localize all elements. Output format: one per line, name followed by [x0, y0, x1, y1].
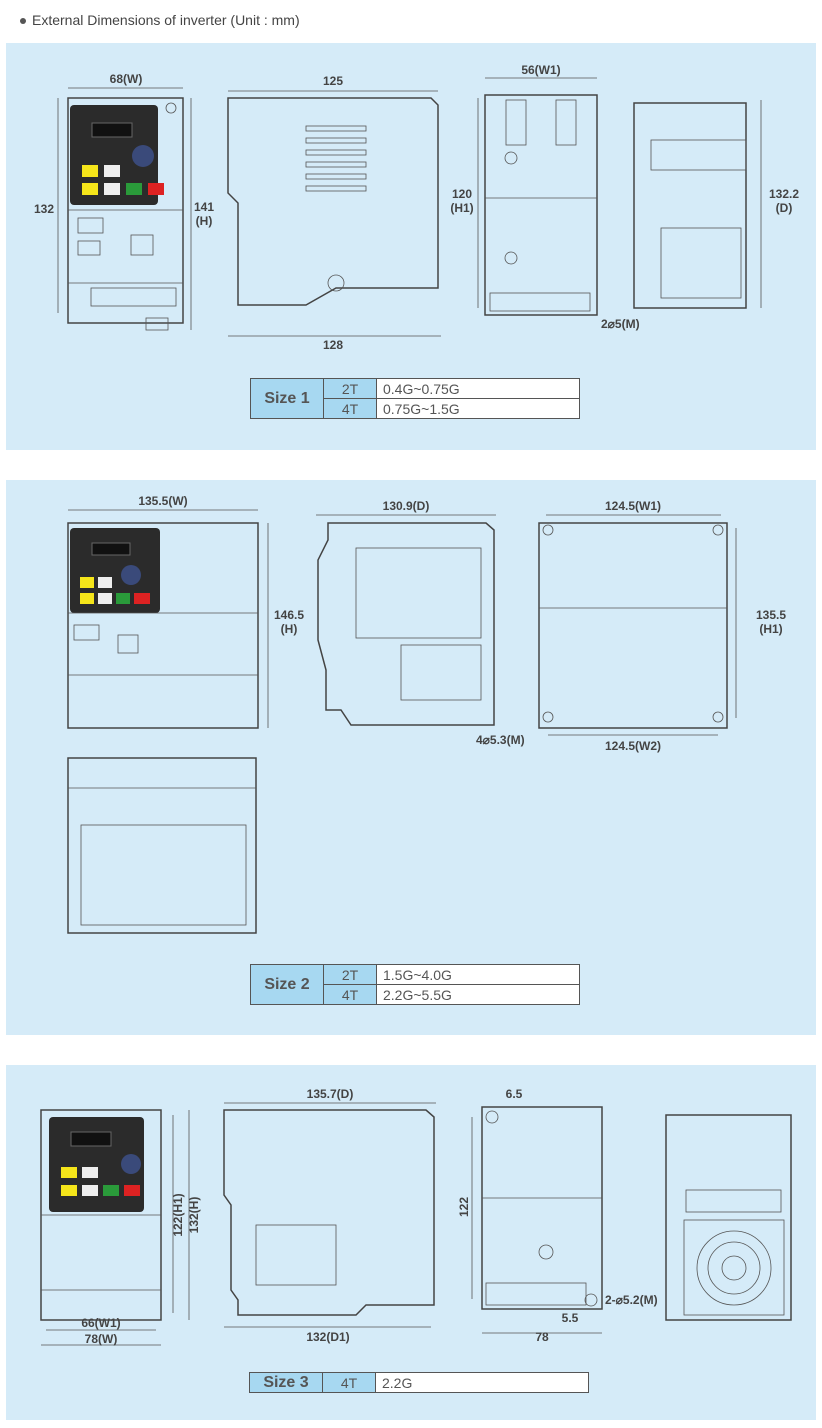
size1-height-suffix: (H) — [196, 214, 213, 228]
size3-offset2-label: 5.5 — [562, 1311, 579, 1325]
size1-width-label: 68(W) — [110, 72, 143, 86]
size3-side-view: 135.7(D) 132(D1) — [223, 1087, 436, 1344]
size1-depth-label: 132.2 — [769, 187, 799, 201]
size3-bottom-view — [665, 1114, 792, 1321]
size2-side-view: 130.9(D) — [316, 499, 496, 726]
section-title: External Dimensions of inverter (Unit : … — [20, 12, 300, 28]
size1-drawings: 68(W) 132 141(H) 125 128 56(W1) 120(H1) … — [34, 63, 799, 352]
size3-panel: 122(H1) 132(H) 66(W1) 78(W) 135.7(D) 132… — [6, 1065, 816, 1420]
size2-bottom-view — [67, 757, 257, 934]
size2-rear-width2-label: 124.5(W2) — [605, 739, 661, 753]
size2-rear-width-label: 124.5(W1) — [605, 499, 661, 513]
size3-rear-view: 6.5 122 2-⌀5.2(M) 5.5 78 — [457, 1087, 658, 1344]
size2-rear-view: 124.5(W1) 135.5(H1) 4⌀5.3(M) 124.5(W2) — [476, 499, 786, 753]
size3-offset-label: 6.5 — [506, 1087, 523, 1101]
size1-rear-width-label: 56(W1) — [521, 63, 560, 77]
size3-h1-label: 122(H1) — [171, 1193, 185, 1236]
size1-side-view: 125 128 — [227, 74, 441, 352]
bullet-icon — [20, 18, 26, 25]
size3-d1-label: 132(D1) — [306, 1330, 349, 1344]
size3-front-view: 122(H1) 132(H) 66(W1) 78(W) — [40, 1109, 201, 1346]
size2-hole-label: 4⌀5.3(M) — [476, 733, 525, 747]
size1-height-label: 141 — [194, 200, 214, 214]
size1-hole-label: 2⌀5(M) — [601, 317, 640, 331]
size3-depth-label: 135.7(D) — [307, 1087, 354, 1101]
size3-w1-label: 66(W1) — [81, 1316, 120, 1330]
size3-width-label: 78(W) — [85, 1332, 118, 1346]
size3-drawings: 122(H1) 132(H) 66(W1) 78(W) 135.7(D) 132… — [40, 1087, 792, 1346]
size2-depth-label: 130.9(D) — [383, 499, 430, 513]
size2-height-suffix: (H) — [281, 622, 298, 636]
size2-panel: 135.5(W) 146.5(H) 130.9(D) 124.5(W1) 135… — [6, 480, 816, 1035]
size3-height-label: 132(H) — [187, 1197, 201, 1234]
size3-rear-height-label: 122 — [457, 1197, 471, 1217]
size2-front-view: 135.5(W) 146.5(H) — [67, 494, 304, 729]
size1-rear-height-label: 120 — [452, 187, 472, 201]
size1-bottom-view: 132.2(D) — [633, 100, 799, 309]
size1-panel: 68(W) 132 141(H) 125 128 56(W1) 120(H1) … — [6, 43, 816, 450]
size3-rear-width-label: 78 — [535, 1330, 549, 1344]
size1-front-view: 68(W) 132 141(H) — [34, 72, 214, 331]
size1-rear-height-suffix: (H1) — [450, 201, 473, 215]
size1-height-left-label: 132 — [34, 202, 54, 216]
size2-drawings: 135.5(W) 146.5(H) 130.9(D) 124.5(W1) 135… — [67, 494, 786, 934]
size1-side-bottom-label: 128 — [323, 338, 343, 352]
size1-side-depth-label: 125 — [323, 74, 343, 88]
size3-hole-label: 2-⌀5.2(M) — [605, 1293, 658, 1307]
size2-rear-height-suffix: (H1) — [759, 622, 782, 636]
size2-width-label: 135.5(W) — [138, 494, 187, 508]
size1-depth-suffix: (D) — [776, 201, 793, 215]
size1-rear-view: 56(W1) 120(H1) 2⌀5(M) — [450, 63, 639, 331]
size2-rear-height-label: 135.5 — [756, 608, 786, 622]
size2-height-label: 146.5 — [274, 608, 304, 622]
